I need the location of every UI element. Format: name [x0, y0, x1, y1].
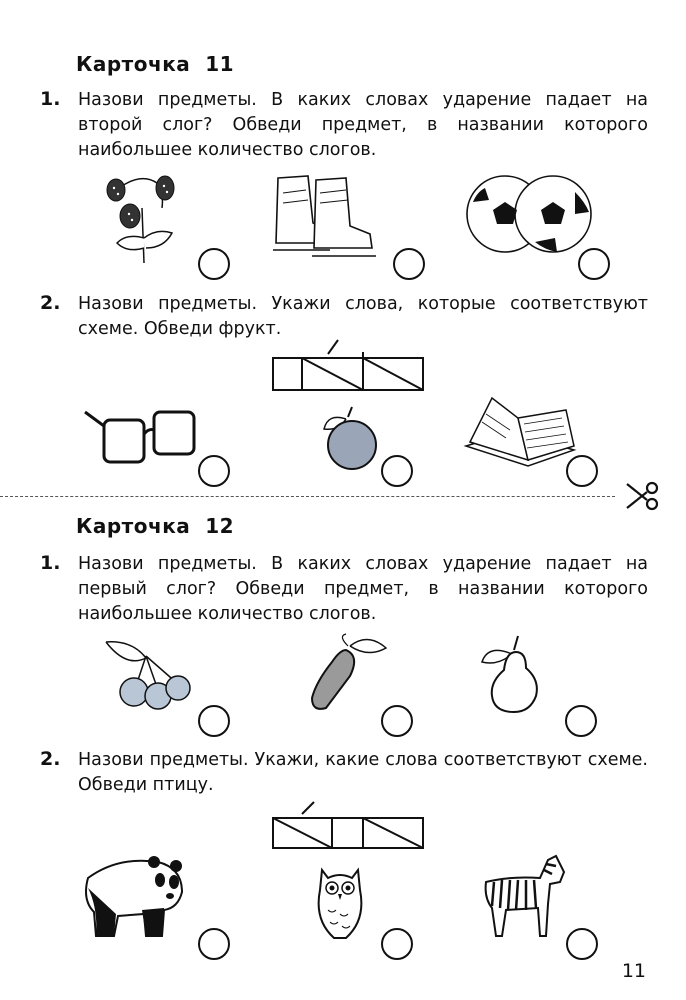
- card-11-task-1: 1. Назови предметы. В каких словах ударе…: [40, 88, 648, 168]
- task-number: 2.: [40, 748, 61, 770]
- card-12-task-1: 1. Назови предметы. В каких словах ударе…: [40, 552, 648, 632]
- skates-icon: [273, 175, 376, 257]
- task-number: 1.: [40, 552, 61, 574]
- answer-circle[interactable]: [198, 248, 230, 280]
- answer-circle[interactable]: [566, 928, 598, 960]
- card-11-title: Карточка 11: [76, 52, 235, 76]
- plum-icon: [323, 406, 377, 470]
- owl-icon: [317, 867, 363, 939]
- pear-icon: [481, 635, 538, 714]
- answer-circle[interactable]: [565, 705, 597, 737]
- answer-circle[interactable]: [566, 455, 598, 487]
- answer-circle[interactable]: [578, 248, 610, 280]
- balls-icon: [466, 175, 592, 253]
- book-icon: [463, 396, 577, 467]
- answer-circle[interactable]: [393, 248, 425, 280]
- panda-icon: [85, 856, 184, 937]
- syllable-scheme: [272, 801, 424, 849]
- scissors-icon: [626, 481, 659, 511]
- page-number: 11: [621, 960, 646, 982]
- card-11-task-2: 2. Назови предметы. Укажи слова, которые…: [40, 292, 648, 348]
- task-text: Назови предметы. В каких словах ударение…: [78, 90, 648, 160]
- cut-line: [0, 496, 615, 497]
- card-12-title: Карточка 12: [76, 514, 235, 538]
- task-text: Назови предметы. В каких словах ударение…: [78, 554, 648, 624]
- task-text: Назови предметы. Укажи, какие слова соот…: [78, 750, 648, 795]
- zebra-icon: [484, 854, 566, 937]
- task-number: 2.: [40, 292, 61, 314]
- card-12-task-2: 2. Назови предметы. Укажи, какие слова с…: [40, 748, 648, 804]
- syllable-scheme: [272, 339, 424, 391]
- answer-circle[interactable]: [381, 455, 413, 487]
- task-text: Назови предметы. Укажи слова, которые со…: [78, 294, 648, 339]
- strawberry-icon: [106, 175, 175, 264]
- task-number: 1.: [40, 88, 61, 110]
- answer-circle[interactable]: [198, 705, 230, 737]
- answer-circle[interactable]: [198, 455, 230, 487]
- answer-circle[interactable]: [381, 928, 413, 960]
- cucumber-icon: [310, 633, 388, 710]
- answer-circle[interactable]: [381, 705, 413, 737]
- glasses-icon: [84, 410, 196, 464]
- answer-circle[interactable]: [198, 928, 230, 960]
- cherries-icon: [105, 641, 191, 710]
